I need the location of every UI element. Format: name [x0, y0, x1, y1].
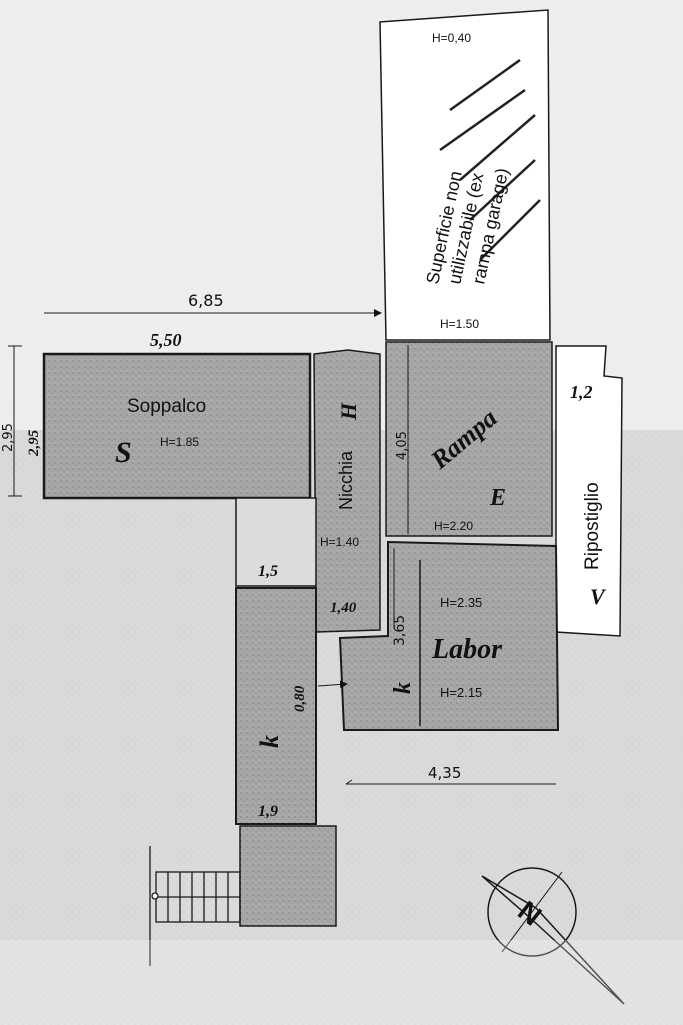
labor-height-top: H=2.35 — [440, 595, 482, 610]
room-superficie: H=0,40 Superficie non utilizzabile (ex r… — [379, 9, 551, 341]
superficie-height-bottom: H=1.50 — [440, 317, 479, 331]
room-ripostiglio: Ripostiglio 1,2 V — [555, 345, 623, 637]
ripostiglio-label: Ripostiglio — [582, 482, 603, 570]
nicchia-height: H=1.40 — [320, 535, 359, 549]
hatch-lines — [439, 58, 541, 261]
labor-mark: k — [390, 682, 416, 694]
labor-height-bottom: H=2.15 — [440, 685, 482, 700]
stairs — [149, 846, 241, 966]
dim-435: 4,35 — [428, 764, 461, 782]
dim-080: 0,80 — [292, 685, 308, 712]
room-corridor: k — [235, 497, 337, 927]
dim-405: 4,05 — [395, 431, 410, 460]
dim-365: 3,65 — [392, 615, 408, 646]
dim-550: 5,50 — [150, 330, 182, 350]
dim-15: 1,5 — [258, 563, 278, 580]
soppalco-mark: S — [115, 436, 132, 469]
dim-295: 2,95 — [1, 423, 16, 452]
ripostiglio-mark: V — [590, 584, 607, 609]
rampa-height: H=2.20 — [434, 519, 473, 533]
room-soppalco: Soppalco H=1.85 S — [42, 352, 312, 500]
rampa-mark: E — [489, 485, 506, 511]
room-nicchia: Nicchia H H=1.40 — [313, 349, 381, 633]
dim-19: 1,9 — [258, 803, 278, 820]
nicchia-label: Nicchia — [336, 450, 356, 510]
ripostiglio-dim: 1,2 — [570, 382, 593, 402]
room-rampa: Rampa E H=2.20 — [385, 341, 553, 537]
dim-195: 2,95 — [26, 429, 42, 457]
corridor-mark: k — [255, 735, 284, 748]
soppalco-label: Soppalco — [127, 396, 206, 417]
dim-685: 6,85 — [188, 291, 224, 310]
superficie-height-top: H=0,40 — [432, 31, 471, 45]
dim-140: 1,40 — [330, 600, 357, 616]
nicchia-mark: H — [336, 402, 361, 421]
dimension-lines — [8, 309, 556, 785]
labor-label: Labor — [431, 634, 503, 665]
soppalco-height: H=1.85 — [160, 435, 199, 449]
